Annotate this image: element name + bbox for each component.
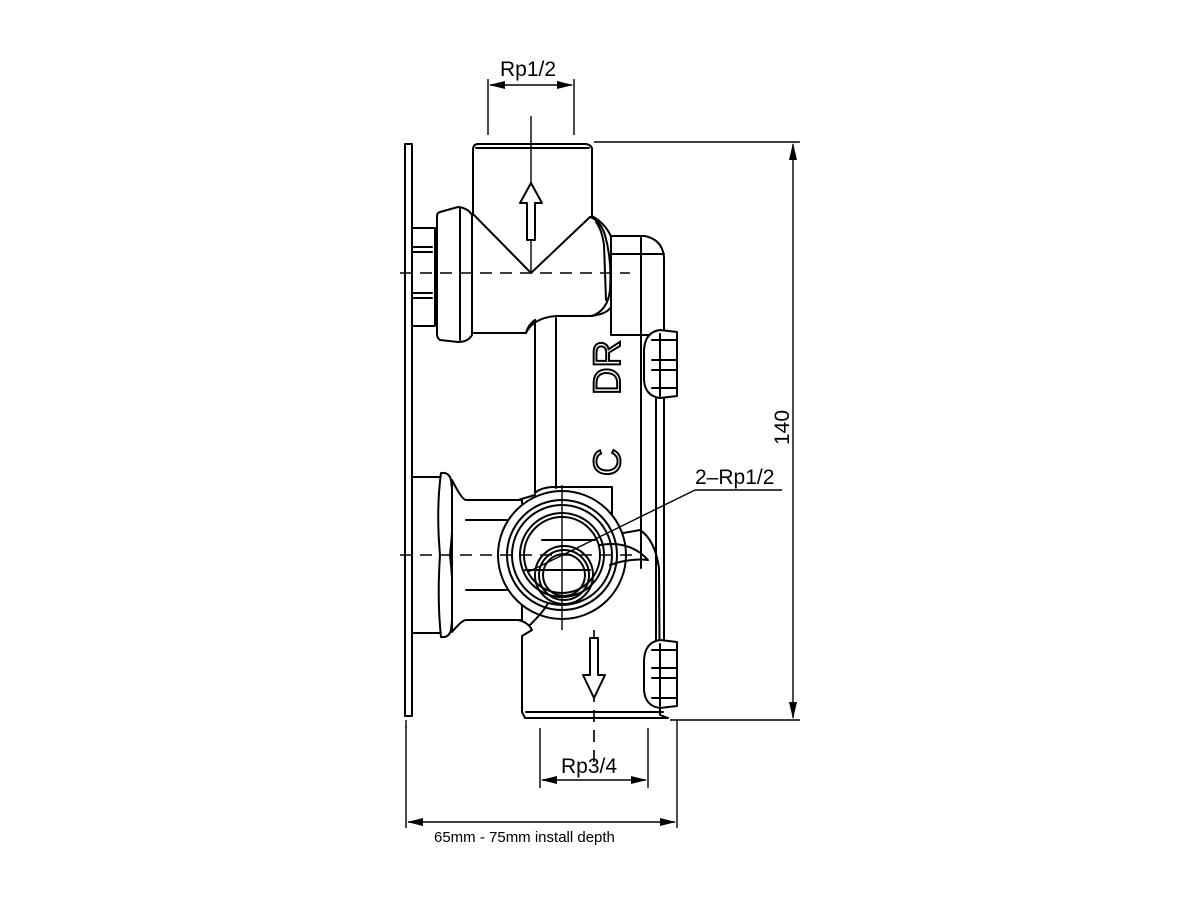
upper-collar bbox=[411, 206, 473, 343]
label-bottom-outlet: Rp3/4 bbox=[561, 755, 617, 778]
label-install-depth: 65mm - 75mm install depth bbox=[434, 829, 615, 846]
upper-lug bbox=[643, 329, 678, 399]
body-marking-c: C bbox=[587, 449, 629, 476]
lower-lug bbox=[643, 639, 678, 709]
mounting-plate bbox=[404, 143, 413, 728]
dimension-top-inlet bbox=[487, 79, 575, 135]
dimension-install-depth bbox=[405, 720, 678, 828]
body-marking-dr: DR bbox=[587, 340, 629, 395]
label-side-ports: 2–Rp1/2 bbox=[695, 466, 774, 489]
upper-body bbox=[471, 143, 665, 336]
label-top-inlet: Rp1/2 bbox=[500, 58, 556, 81]
arrow-up-icon bbox=[519, 182, 543, 241]
leader-side-ports bbox=[527, 489, 782, 573]
dimension-height bbox=[594, 141, 800, 721]
dimension-bottom-outlet bbox=[539, 728, 649, 788]
arrow-down-icon bbox=[582, 637, 606, 699]
label-height: 140 bbox=[771, 410, 794, 445]
